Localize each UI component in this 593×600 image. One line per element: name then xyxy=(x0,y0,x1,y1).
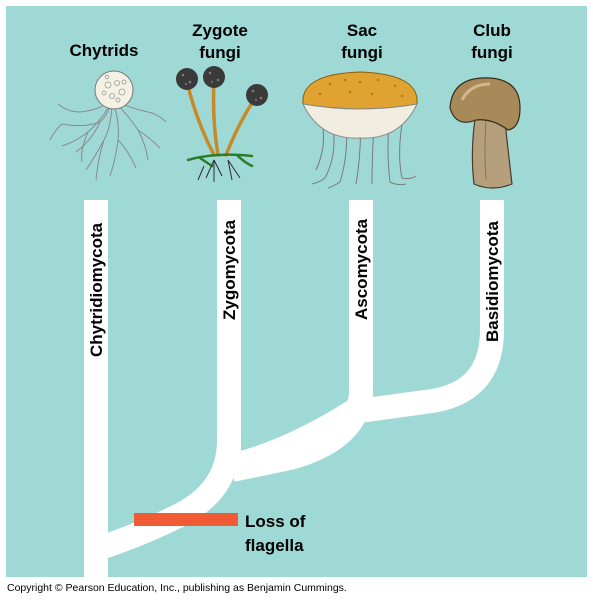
club-fungi-illustration xyxy=(449,77,521,189)
phylum-label-zygomycota: Zygomycota xyxy=(220,219,239,320)
chytrid-illustration xyxy=(49,70,167,181)
group-name-chytrids: Chytrids xyxy=(70,41,139,60)
group-name-zygote-line2: fungi xyxy=(199,43,241,62)
group-name-club-line2: fungi xyxy=(471,43,513,62)
group-name-sac-line2: fungi xyxy=(341,43,383,62)
group-name-zygote-line1: Zygote xyxy=(192,21,248,40)
phylum-label-ascomycota: Ascomycota xyxy=(352,218,371,320)
phylum-label-chytridiomycota: Chytridiomycota xyxy=(87,222,106,357)
group-name-club-line1: Club xyxy=(473,21,511,40)
sac-fungi-illustration xyxy=(302,71,418,189)
flagella-loss-marker xyxy=(134,513,238,526)
event-label-line2: flagella xyxy=(245,536,304,555)
branch-ascomycota-join xyxy=(229,392,373,482)
zygote-fungi-illustration xyxy=(176,66,268,182)
phylum-label-basidiomycota: Basidiomycota xyxy=(483,221,502,342)
copyright-notice: Copyright © Pearson Education, Inc., pub… xyxy=(7,582,347,594)
group-name-sac-line1: Sac xyxy=(347,21,377,40)
event-label-line1: Loss of xyxy=(245,512,306,531)
